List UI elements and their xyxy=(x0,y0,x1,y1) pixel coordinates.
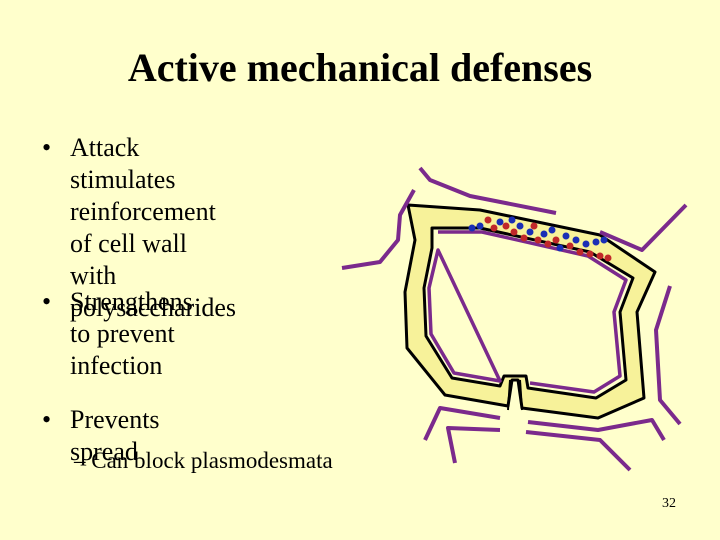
neighbour-cell-bottom-left xyxy=(423,406,501,441)
neighbour-cell-top-right xyxy=(599,203,688,252)
polysaccharide-blue-dot xyxy=(516,222,524,230)
polysaccharide-red-dot xyxy=(576,248,584,256)
polysaccharide-deposits xyxy=(468,216,612,262)
polysaccharide-red-dot xyxy=(490,224,498,232)
polysaccharide-blue-dot xyxy=(562,232,570,240)
polysaccharide-blue-dot xyxy=(592,238,600,246)
polysaccharide-blue-dot xyxy=(526,228,534,236)
polysaccharide-red-dot xyxy=(604,254,612,262)
neighbour-cell-right xyxy=(654,285,682,426)
polysaccharide-blue-dot xyxy=(540,230,548,238)
neighbour-cell-bottom-middle-right xyxy=(525,430,632,472)
polysaccharide-red-dot xyxy=(552,236,560,244)
polysaccharide-red-dot xyxy=(596,252,604,260)
polysaccharide-blue-dot xyxy=(476,222,484,230)
polysaccharide-blue-dot xyxy=(468,224,476,232)
polysaccharide-red-dot xyxy=(534,236,542,244)
polysaccharide-blue-dot xyxy=(600,236,608,244)
polysaccharide-red-dot xyxy=(502,222,510,230)
neighbour-cell-bottom-right xyxy=(527,418,666,442)
polysaccharide-red-dot xyxy=(484,216,492,224)
cell-interior xyxy=(422,226,635,400)
polysaccharide-red-dot xyxy=(566,242,574,250)
neighbour-cell-top-left xyxy=(418,166,557,215)
bullet-text: Strengthens to prevent infection xyxy=(70,287,193,380)
plasma-membrane xyxy=(438,230,628,394)
neighbour-cell-bottom-middle xyxy=(446,426,501,464)
plasma-membrane-lower xyxy=(427,248,502,383)
bullet-marker: • xyxy=(42,287,52,316)
polysaccharide-blue-dot xyxy=(572,236,580,244)
neighbour-cell-left xyxy=(341,189,416,270)
polysaccharide-red-dot xyxy=(586,250,594,258)
polysaccharide-blue-dot xyxy=(556,244,564,252)
polysaccharide-blue-dot xyxy=(508,216,516,224)
polysaccharide-blue-dot xyxy=(496,218,504,226)
bullet-marker: • xyxy=(42,405,52,434)
slide-title: Active mechanical defenses xyxy=(127,45,593,90)
plasmodesma-right xyxy=(519,379,523,411)
polysaccharide-blue-dot xyxy=(582,240,590,248)
polysaccharide-red-dot xyxy=(520,234,528,242)
plasmodesma-left xyxy=(507,379,511,411)
page-number: 32 xyxy=(662,496,676,511)
bullet-text: Attack stimulates reinforcement of cell … xyxy=(70,133,237,322)
bullet-marker: • xyxy=(42,133,52,162)
bullet-text: Prevents spread xyxy=(70,405,160,466)
polysaccharide-red-dot xyxy=(530,222,538,230)
polysaccharide-red-dot xyxy=(510,228,518,236)
polysaccharide-blue-dot xyxy=(548,226,556,234)
sub-bullet-plasmodesmata: – Can block plasmodesmata xyxy=(74,448,333,473)
polysaccharide-red-dot xyxy=(544,240,552,248)
